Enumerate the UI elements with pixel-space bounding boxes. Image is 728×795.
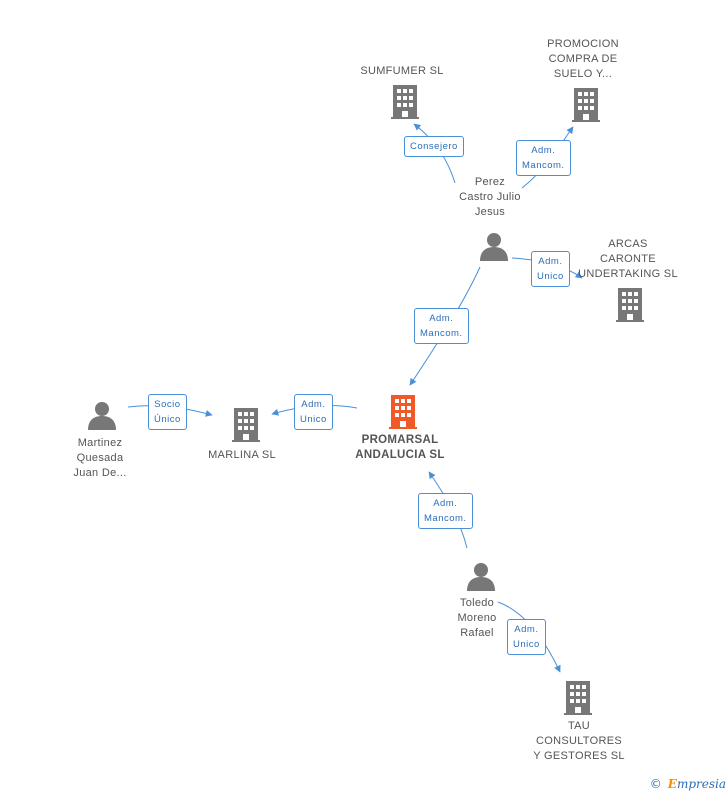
sumfumer-building-icon[interactable] [391, 85, 419, 119]
marlina-label[interactable]: MARLINA SL [208, 449, 276, 461]
edge-label-martinez-marlina[interactable]: Socio Único [148, 394, 187, 430]
sumfumer-label[interactable]: SUMFUMER SL [360, 65, 444, 77]
promarsal-building-icon[interactable] [389, 395, 417, 429]
copyright-icon: © [649, 777, 662, 791]
edge-label-perez-promarsal[interactable]: Adm. Mancom. [414, 308, 469, 344]
martinez-label[interactable]: Martinez Quesada Juan De... [73, 437, 127, 479]
arcas-building-icon[interactable] [616, 288, 644, 322]
promocion-building-icon[interactable] [572, 88, 600, 122]
martinez-person-icon[interactable] [87, 400, 117, 430]
toledo-person-icon[interactable] [466, 561, 496, 591]
brand-name: mpresia [676, 777, 726, 791]
edge-label-perez-promocion[interactable]: Adm. Mancom. [516, 140, 571, 176]
perez-label[interactable]: Perez Castro Julio Jesus [459, 176, 521, 218]
empresia-watermark: © Empresia [650, 777, 726, 791]
edge-label-perez-arcas[interactable]: Adm. Unico [531, 251, 570, 287]
edge-label-consejero[interactable]: Consejero [404, 136, 464, 157]
promarsal-label[interactable]: PROMARSAL ANDALUCIA SL [355, 434, 445, 461]
edge-label-toledo-promarsal[interactable]: Adm. Mancom. [418, 493, 473, 529]
brand-letter: E [667, 777, 677, 791]
edge-label-promarsal-marlina[interactable]: Adm. Unico [294, 394, 333, 430]
promocion-label[interactable]: PROMOCION COMPRA DE SUELO Y... [547, 38, 619, 80]
marlina-building-icon[interactable] [232, 408, 260, 442]
perez-person-icon[interactable] [479, 231, 509, 261]
edge-label-toledo-tau[interactable]: Adm. Unico [507, 619, 546, 655]
tau-building-icon[interactable] [564, 681, 592, 715]
tau-label[interactable]: TAU CONSULTORES Y GESTORES SL [533, 720, 625, 762]
arcas-label[interactable]: ARCAS CARONTE UNDERTAKING SL [578, 238, 678, 280]
toledo-label[interactable]: Toledo Moreno Rafael [457, 597, 497, 639]
